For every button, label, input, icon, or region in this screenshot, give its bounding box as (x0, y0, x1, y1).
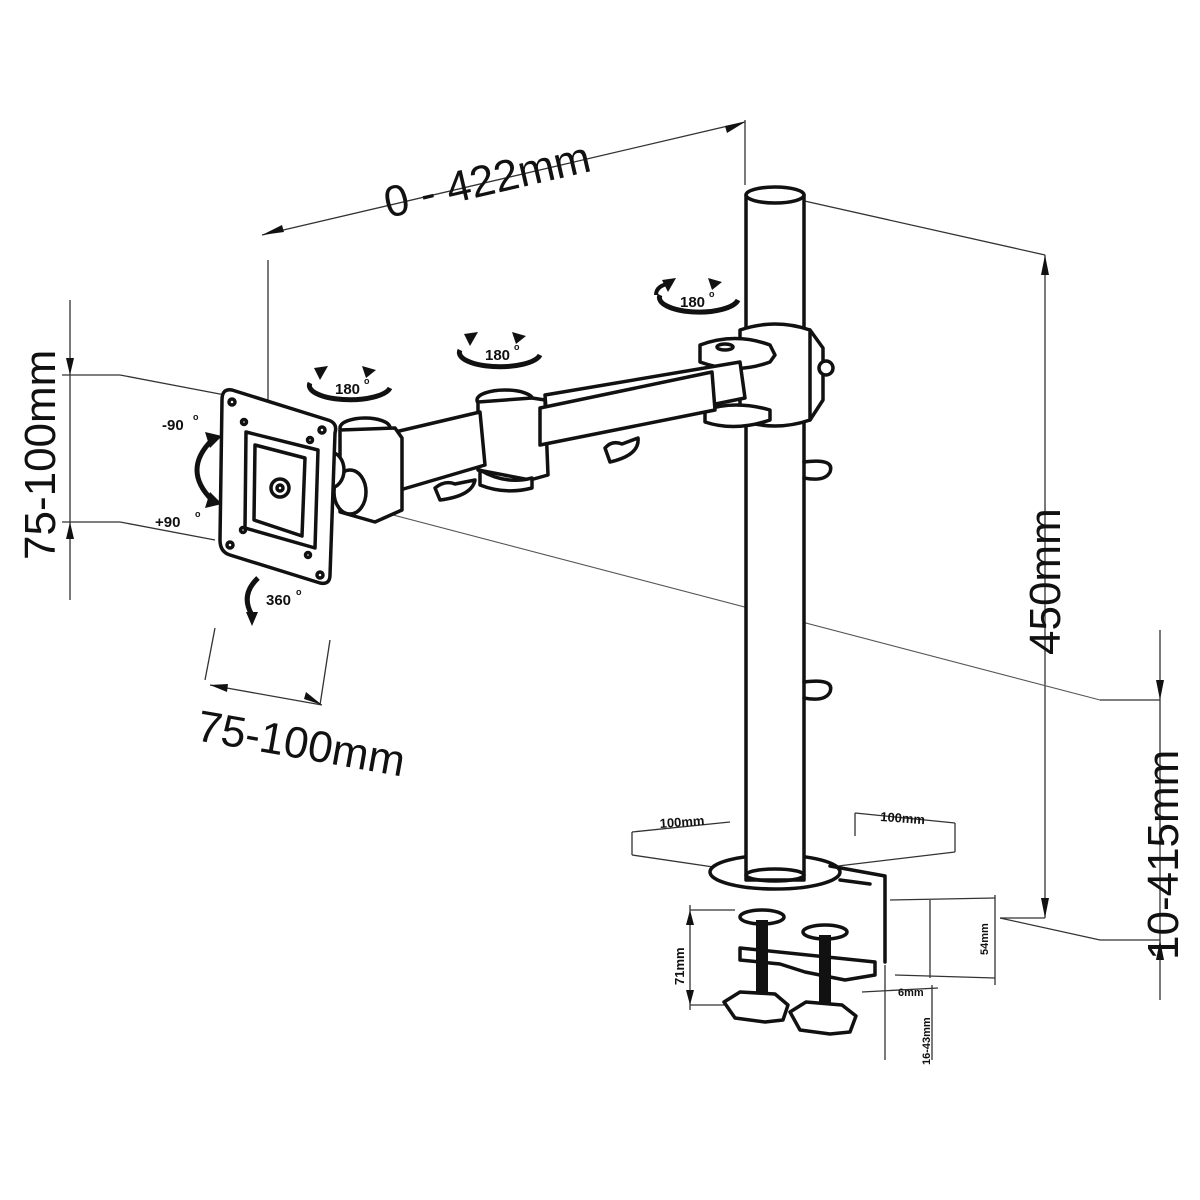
rotation-arrow-pole (654, 278, 741, 315)
clamp-height-label: 71mm (672, 947, 687, 985)
clamp-depth-right-label: 100mm (880, 809, 926, 827)
clamp-jaw-label: 54mm (979, 923, 991, 955)
vesa-plate (218, 387, 338, 586)
degree-mark: o (364, 376, 370, 386)
tilt-up-label: -90 (162, 417, 184, 434)
degree-mark: o (195, 509, 201, 519)
degree-mark: o (193, 412, 199, 422)
pole-assembly (708, 185, 887, 964)
swivel-plate-label: 180 (335, 381, 360, 398)
rotate-360-label: 360 (266, 592, 291, 609)
clamp-depth-left-label: 100mm (659, 813, 705, 831)
tilt-arrow (194, 432, 222, 508)
pole-height-label: 450mm (1021, 508, 1070, 655)
swivel-mid-label: 180 (485, 347, 510, 364)
degree-mark: o (296, 587, 302, 597)
height-range-label: 10-415mm (1139, 750, 1188, 960)
swivel-pole-label: 180 (680, 294, 705, 311)
vesa-height-label: 75-100mm (16, 350, 65, 560)
degree-mark: o (514, 342, 520, 352)
desk-clamp (722, 908, 877, 1036)
rotate-360-arrow (244, 576, 260, 626)
tilt-down-label: +90 (155, 514, 180, 531)
labels: 0 - 422mm 75-100mm 75-100mm 450mm 10-415… (16, 133, 1188, 1065)
desk-thickness-label: 16-43mm (921, 1017, 933, 1065)
rotation-arrow-plate (306, 366, 393, 403)
dimension-lines (62, 120, 1164, 1060)
vesa-width-label: 75-100mm (193, 702, 409, 787)
arm-reach-label: 0 - 422mm (379, 133, 595, 228)
degree-mark: o (709, 289, 715, 299)
arm-assembly (314, 322, 835, 524)
plate-thickness-label: 6mm (898, 987, 924, 999)
rotation-arrow-mid (456, 332, 543, 370)
